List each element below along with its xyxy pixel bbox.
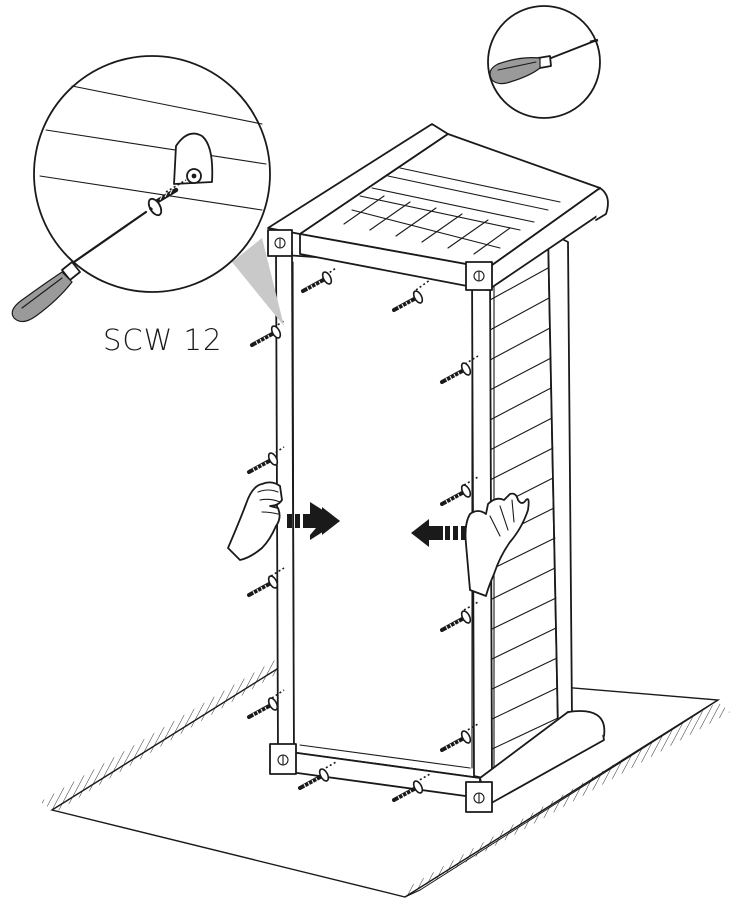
top-slats	[343, 167, 561, 255]
left-hand	[227, 481, 283, 561]
detail-callout	[11, 55, 284, 326]
detail-screwdriver	[11, 206, 154, 323]
cabinet-base	[289, 710, 606, 807]
corner-bracket-top-left	[267, 229, 293, 257]
right-hand	[464, 492, 530, 597]
press-arrow-left	[411, 519, 466, 547]
corner-bracket-bottom-left	[269, 743, 297, 775]
detail-view-contents	[39, 85, 267, 217]
corner-bracket-bottom-right	[465, 781, 493, 813]
part-label-scw12: SCW 12	[103, 323, 223, 357]
screw-top-left	[301, 267, 337, 293]
press-arrow-right	[287, 502, 340, 540]
screw-top-right	[392, 279, 431, 312]
screwdriver-icon	[487, 5, 601, 119]
corner-bracket-top-right	[465, 261, 493, 291]
cabinet-top	[267, 123, 609, 291]
